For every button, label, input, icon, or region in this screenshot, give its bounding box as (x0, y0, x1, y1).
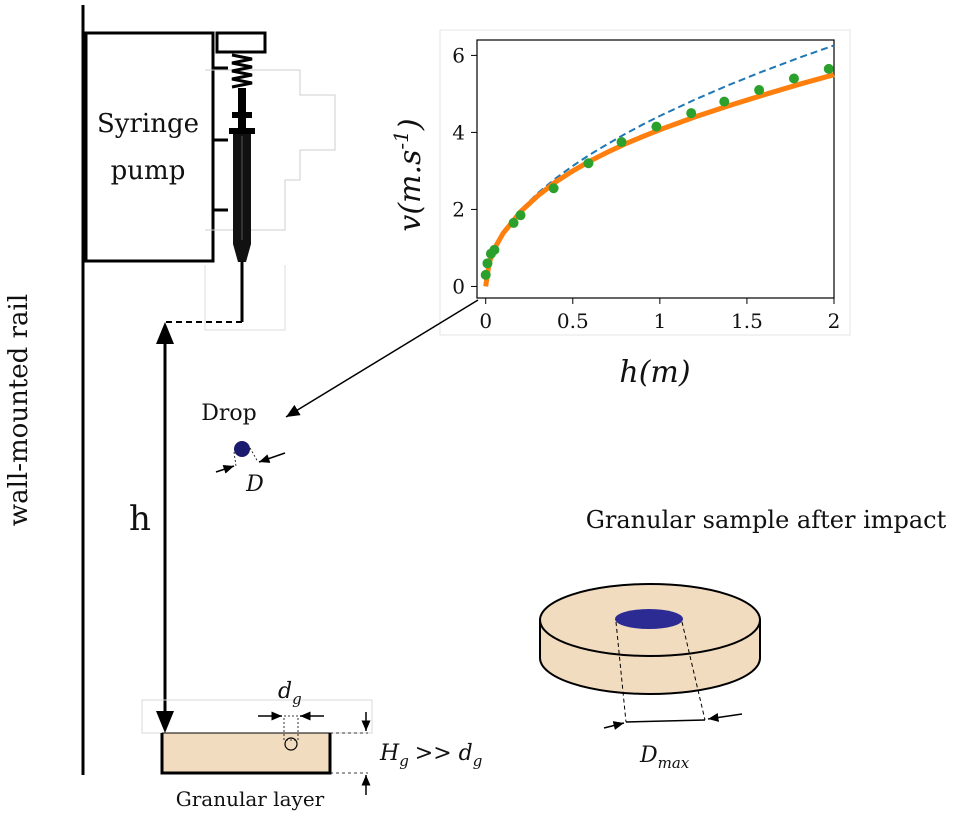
layer-faint-frame (141, 699, 373, 734)
grain-size-label: dg (278, 679, 302, 708)
data-point (686, 108, 697, 119)
velocity-chart: 0 0.5 1 1.5 2 0 2 4 6 h(m) v(m.s-1) (389, 39, 841, 390)
crater-diameter-line (625, 719, 706, 723)
data-point (508, 217, 519, 228)
layer-depth-label: Hg>> dg (379, 741, 482, 770)
drop (234, 441, 250, 457)
syringe-assembly (165, 31, 336, 331)
syringe-pump-label-line2: pump (111, 156, 186, 186)
data-point (719, 96, 730, 107)
crater-diameter-arrow-2 (707, 713, 743, 722)
data-point (515, 210, 526, 221)
grain-column (283, 715, 299, 741)
granular-layer-container (160, 733, 332, 775)
data-point (788, 73, 799, 84)
y-tick-label: 4 (452, 120, 465, 144)
y-tick-label: 0 (452, 274, 465, 298)
data-point (482, 258, 493, 269)
data-point (616, 137, 627, 148)
granular-layer (162, 733, 330, 773)
x-tick-label: 0.5 (557, 309, 589, 333)
height-arrow-bottom-head (156, 711, 174, 733)
data-point (583, 158, 594, 169)
x-tick-label: 0 (479, 309, 492, 333)
rail-label: wall-mounted rail (4, 294, 34, 526)
drop-diameter-arrow-2 (258, 452, 286, 463)
x-axis-label: h(m) (619, 355, 690, 390)
crater-diameter-arrow-1 (603, 721, 625, 730)
data-point (548, 183, 559, 194)
y-axis-label: v(m.s-1) (389, 118, 428, 231)
plot-frame (476, 39, 835, 299)
syringe-pump-label-line1: Syringe (97, 109, 199, 139)
granular-sample (539, 583, 761, 695)
data-point (651, 121, 662, 132)
syringe-pump-box (84, 31, 215, 263)
x-tick-label: 2 (828, 309, 841, 333)
x-tick-label: 1 (653, 309, 666, 333)
height-arrow-top-head (156, 322, 174, 344)
crater (615, 609, 683, 629)
height-label: h (129, 499, 151, 539)
drop-label: Drop (201, 401, 256, 426)
drop-diameter-arrow-1 (215, 465, 235, 474)
granular-layer-label: Granular layer (176, 787, 325, 811)
data-point (480, 269, 491, 280)
grain (284, 737, 298, 751)
sample-title: Granular sample after impact (586, 506, 947, 534)
drop-diameter-label: D (245, 472, 264, 497)
x-tick-label: 1.5 (731, 309, 763, 333)
data-point (823, 63, 834, 74)
pointer-arrow (285, 299, 479, 418)
data-point (754, 85, 765, 96)
crater-diameter-label: Dmax (639, 743, 690, 772)
fit-curve (483, 72, 835, 287)
data-point (489, 244, 500, 255)
y-tick-label: 2 (452, 197, 465, 221)
y-tick-label: 6 (452, 43, 465, 67)
